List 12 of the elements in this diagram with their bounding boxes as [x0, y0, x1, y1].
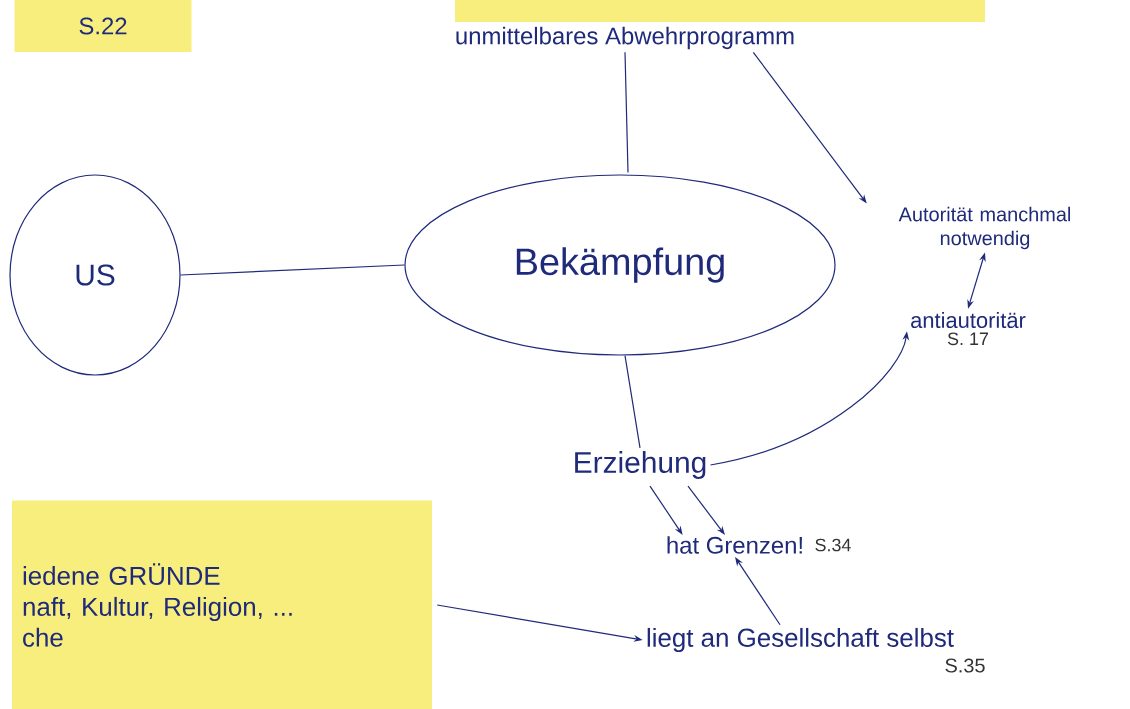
note-text: hat Grenzen!	[667, 536, 802, 554]
page-reference: S. 17	[947, 332, 989, 346]
note-text: unmittelbares Abwehrprogramm	[456, 26, 794, 50]
note-text: Erziehung	[575, 451, 706, 479]
sticky-note	[455, 0, 985, 22]
note-text: antiautoritär	[911, 311, 1026, 329]
note-text: Autorität manchmal notwendig	[898, 206, 1071, 250]
sticky-note: S.22	[14, 0, 192, 52]
page-reference: S.34	[815, 538, 851, 552]
sticky-note: iedene GRÜNDE naft, Kultur, Religion, ... che	[12, 500, 432, 709]
page-reference: S.35	[945, 658, 985, 673]
note-text: liegt an Gesellschaft selbst	[647, 627, 954, 653]
